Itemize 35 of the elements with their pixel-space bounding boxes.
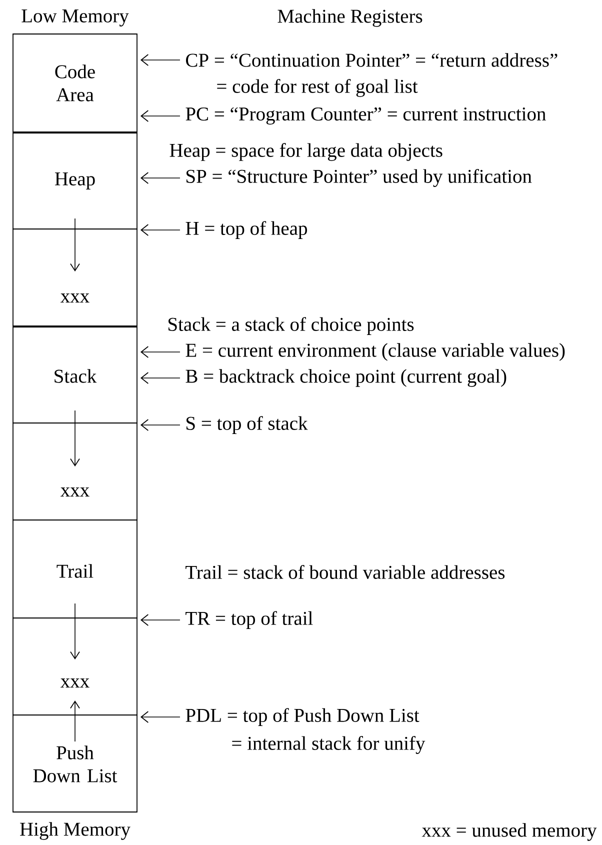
arrow: [140, 614, 180, 626]
register-note: CP = “Continuation Pointer” = “return address” = code for rest of goal list: [186, 53, 558, 97]
note-text: Heap = space for large data objects: [170, 143, 442, 161]
arrow: [140, 711, 180, 723]
growth-arrow: [70, 603, 80, 660]
note-text: Stack = a stack of choice points: [168, 317, 414, 335]
register-note: E = current environment (clause variable values): [186, 343, 565, 361]
growth-arrow: [70, 410, 80, 467]
note-text: Machine Registers: [278, 9, 422, 27]
growth-arrow: [70, 700, 80, 742]
arrow: [140, 419, 180, 431]
register-note: B = backtrack choice point (current goal): [186, 369, 506, 387]
arrow: [140, 110, 180, 122]
arrow: [140, 346, 180, 358]
memory-segment: xxx: [12, 228, 138, 326]
arrow: [140, 54, 180, 66]
memory-segment: Stack: [12, 326, 138, 424]
growth-arrow: [70, 218, 80, 272]
memory-segment: Push Down List: [12, 714, 138, 812]
memory-segment: Trail: [12, 520, 138, 618]
note-text: Trail = stack of bound variable addresses: [186, 565, 505, 579]
register-note: PDL = top of Push Down List = internal stack for unify: [186, 708, 426, 754]
arrow: [140, 224, 180, 236]
memory-segment: Heap: [12, 132, 138, 230]
note-text: xxx = unused memory: [422, 823, 597, 841]
memory-segment: xxx: [12, 422, 138, 520]
arrow: [140, 172, 180, 184]
memory-segment: xxx: [12, 618, 138, 716]
register-note: PC = “Program Counter” = current instruction: [186, 107, 546, 125]
register-note: H = top of heap: [186, 221, 307, 239]
arrow: [140, 372, 180, 384]
memory-segment: Code Area: [12, 34, 138, 132]
register-note: TR = top of trail: [186, 611, 313, 629]
register-note: S = top of stack: [186, 416, 308, 434]
register-note: SP = “Structure Pointer” used by unification: [186, 169, 532, 187]
